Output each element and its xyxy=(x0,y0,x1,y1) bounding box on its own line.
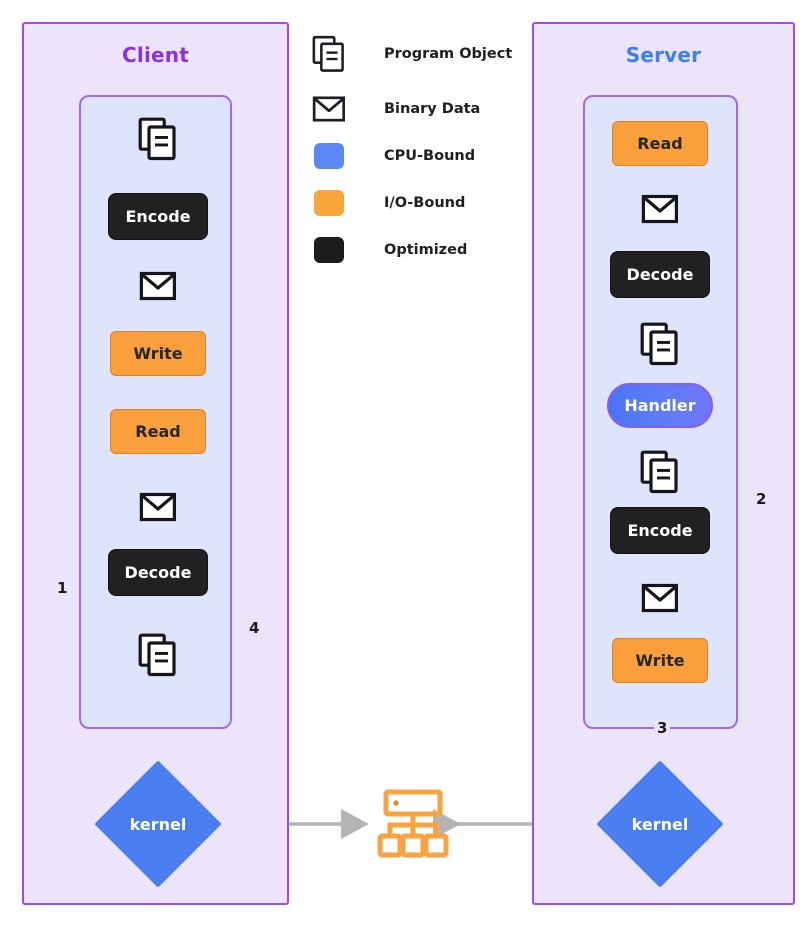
legend-label-binary-data: Binary Data xyxy=(384,101,481,117)
server-decode-label: Decode xyxy=(626,264,694,284)
server-kernel-label: kernel xyxy=(631,814,689,834)
legend-item-binary-data: Binary Data xyxy=(312,92,480,126)
legend-label-io-bound: I/O-Bound xyxy=(384,195,466,211)
server-read-label: Read xyxy=(637,133,683,153)
cpu-bound-swatch xyxy=(314,143,344,169)
legend-label-optimized: Optimized xyxy=(384,242,468,258)
client-write-label: Write xyxy=(133,343,183,363)
client-encode-node[interactable]: Encode xyxy=(108,193,208,240)
edge-label-4: 4 xyxy=(246,620,263,637)
legend-label-program-object: Program Object xyxy=(384,46,513,62)
client-read-node[interactable]: Read xyxy=(110,409,206,454)
program-object-icon xyxy=(312,35,346,73)
binary-data-envelope-icon xyxy=(312,92,346,126)
program-object-icon xyxy=(138,633,178,677)
edge-label-3: 3 xyxy=(654,720,671,737)
edge-label-2: 2 xyxy=(753,491,770,508)
legend-item-io-bound: I/O-Bound xyxy=(314,190,465,216)
server-encode-label: Encode xyxy=(627,520,693,540)
server-handler-label: Handler xyxy=(624,395,696,415)
server-read-node[interactable]: Read xyxy=(612,121,708,166)
legend-item-program-object: Program Object xyxy=(312,35,512,73)
binary-data-envelope-icon xyxy=(139,488,177,526)
edge-label-1: 1 xyxy=(54,580,71,597)
binary-data-envelope-icon xyxy=(641,190,679,228)
legend: Program Object Binary Data CPU-Bound I/O… xyxy=(312,24,522,274)
client-decode-label: Decode xyxy=(124,562,192,582)
server-panel-title: Server xyxy=(625,43,702,67)
client-read-label: Read xyxy=(135,421,181,441)
legend-item-cpu-bound: CPU-Bound xyxy=(314,143,475,169)
binary-data-envelope-icon xyxy=(139,267,177,305)
client-kernel-label: kernel xyxy=(129,814,187,834)
client-write-node[interactable]: Write xyxy=(110,331,206,376)
binary-data-envelope-icon xyxy=(641,579,679,617)
client-decode-node[interactable]: Decode xyxy=(108,549,208,596)
program-object-icon xyxy=(138,117,178,161)
optimized-swatch xyxy=(314,237,344,263)
program-object-icon xyxy=(640,450,680,494)
io-bound-swatch xyxy=(314,190,344,216)
server-write-node[interactable]: Write xyxy=(612,638,708,683)
server-handler-node[interactable]: Handler xyxy=(607,383,713,428)
server-encode-node[interactable]: Encode xyxy=(610,507,710,554)
server-decode-node[interactable]: Decode xyxy=(610,251,710,298)
network-switch-icon xyxy=(377,789,449,859)
client-panel-title: Client xyxy=(122,43,189,67)
server-write-label: Write xyxy=(635,650,685,670)
client-encode-label: Encode xyxy=(125,206,191,226)
legend-label-cpu-bound: CPU-Bound xyxy=(384,148,476,164)
program-object-icon xyxy=(640,322,680,366)
legend-item-optimized: Optimized xyxy=(314,237,467,263)
